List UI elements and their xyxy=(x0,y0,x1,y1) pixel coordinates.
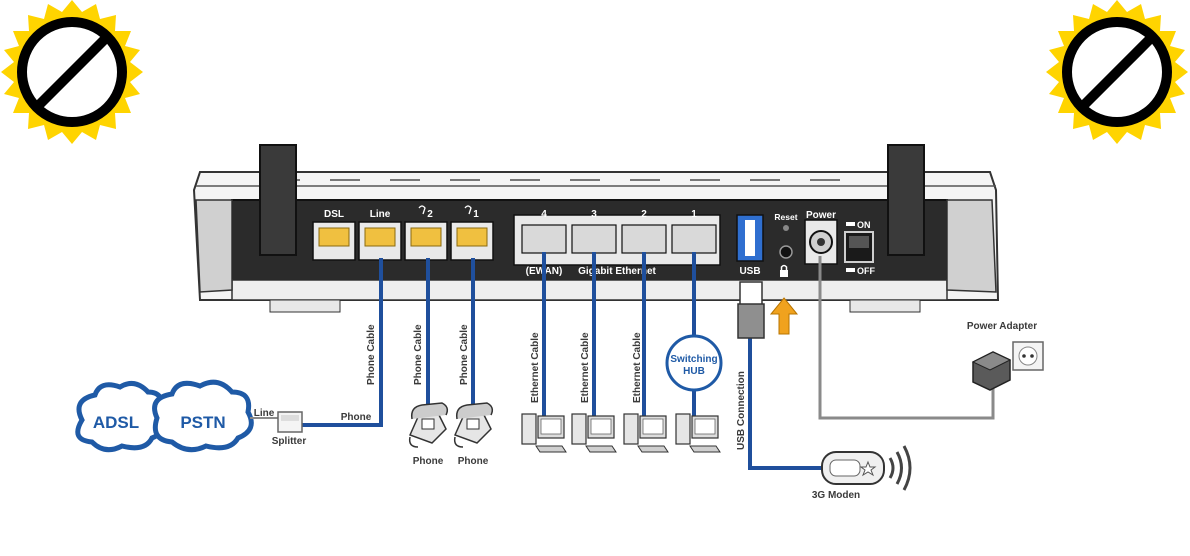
label-lan2: 2 xyxy=(641,209,647,220)
modem-label: 3G Moden xyxy=(812,490,860,501)
wall-outlet xyxy=(1013,342,1043,370)
desktop-computer-icon xyxy=(522,414,566,452)
usb-connection-label: USB Connection xyxy=(736,371,747,450)
label-usb: USB xyxy=(739,266,760,277)
label-phone2: 2 xyxy=(427,209,433,220)
label-phone1: 1 xyxy=(473,209,479,220)
pstn-label: PSTN xyxy=(180,413,225,432)
ethernet-cable-label-2: Ethernet Cable xyxy=(632,332,643,403)
usb-plug xyxy=(738,282,764,338)
label-off: OFF xyxy=(857,266,875,276)
splitter-phone-label: Phone xyxy=(341,412,372,423)
hub-label-1: Switching xyxy=(670,354,717,365)
power-adapter-label: Power Adapter xyxy=(967,321,1037,332)
reset-button xyxy=(783,225,789,231)
3g-modem xyxy=(822,452,884,484)
ethernet-cable-label-4: Ethernet Cable xyxy=(530,332,541,403)
telephone-icon xyxy=(455,403,493,447)
desktop-computer-icon xyxy=(624,414,668,452)
port-lan2 xyxy=(622,225,666,253)
label-reset: Reset xyxy=(774,212,797,222)
hub-label-2: HUB xyxy=(683,366,705,377)
port-lan3 xyxy=(572,225,616,253)
splitter-label: Splitter xyxy=(272,436,307,447)
port-lan1 xyxy=(672,225,716,253)
port-lan4 xyxy=(522,225,566,253)
phone-label-b: Phone xyxy=(458,456,489,467)
prohibited-badge-right xyxy=(1046,0,1188,144)
prohibited-icon xyxy=(1046,0,1188,144)
usb-cable xyxy=(750,335,822,468)
power-adapter xyxy=(973,352,1010,390)
label-line: Line xyxy=(370,209,391,220)
label-on: ON xyxy=(857,220,871,230)
antenna-left xyxy=(260,145,296,255)
phone-cable-label-1: Phone Cable xyxy=(459,324,470,385)
label-power: Power xyxy=(806,210,836,221)
wireless-signal-icon xyxy=(890,446,910,490)
label-lan4: 4 xyxy=(541,209,547,220)
splitter xyxy=(278,412,302,432)
prohibited-badge-left xyxy=(1,0,143,144)
phone-cable-label-2: Phone Cable xyxy=(413,324,424,385)
antenna-right xyxy=(888,145,924,255)
desktop-computer-icon xyxy=(676,414,720,452)
phone-cable-label-line: Phone Cable xyxy=(366,324,377,385)
label-lan3: 3 xyxy=(591,209,597,220)
prohibited-icon xyxy=(1,0,143,144)
label-dsl: DSL xyxy=(324,209,344,220)
telephone-icon xyxy=(410,403,448,447)
phone-label-a: Phone xyxy=(413,456,444,467)
label-lan1: 1 xyxy=(691,209,697,220)
insert-arrow-icon xyxy=(771,298,797,334)
desktop-computer-icon xyxy=(572,414,616,452)
splitter-line-label: Line xyxy=(254,408,275,419)
adsl-label: ADSL xyxy=(93,413,139,432)
ethernet-cable-label-3: Ethernet Cable xyxy=(580,332,591,403)
